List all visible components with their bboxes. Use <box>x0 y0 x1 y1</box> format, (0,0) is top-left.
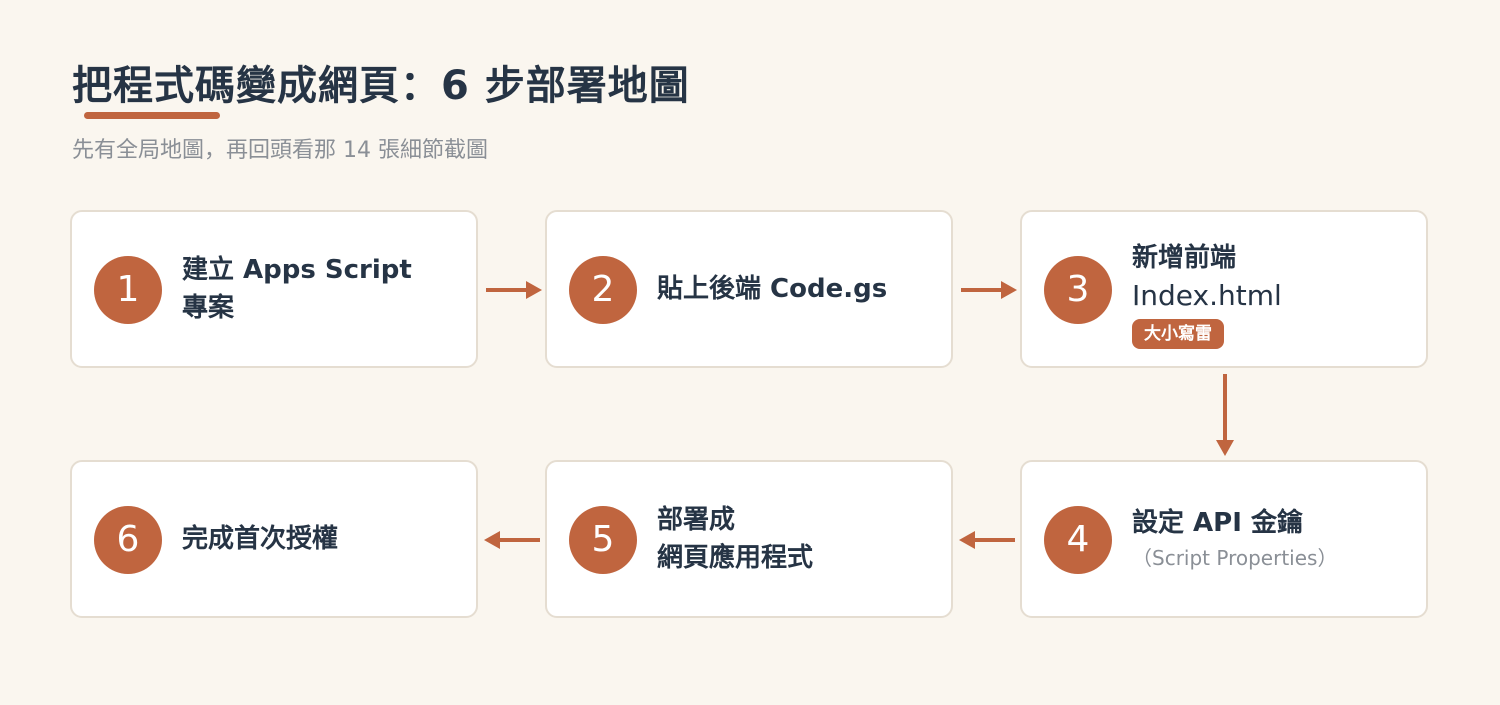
step-card-3: 3 新增前端 Index.html 大小寫雷 <box>1020 210 1428 368</box>
step-text-3: 新增前端 Index.html 大小寫雷 <box>1132 212 1422 366</box>
arrow-3-to-4 <box>1216 374 1234 456</box>
step-6-line-1: 完成首次授權 <box>182 524 339 554</box>
step-3-line-1: 新增前端 <box>1132 243 1237 273</box>
step-number-5: 5 <box>569 506 637 574</box>
step-5-line-2: 網頁應用程式 <box>657 543 814 573</box>
step-text-1: 建立 Apps Script 專案 <box>182 212 472 366</box>
step-card-2: 2 貼上後端 Code.gs <box>545 210 953 368</box>
warning-badge: 大小寫雷 <box>1132 319 1224 349</box>
step-card-5: 5 部署成 網頁應用程式 <box>545 460 953 618</box>
step-5-line-1: 部署成 <box>657 505 736 535</box>
step-2-line-1: 貼上後端 Code.gs <box>657 274 888 304</box>
step-card-4: 4 設定 API 金鑰 （Script Properties） <box>1020 460 1428 618</box>
step-4-note: （Script Properties） <box>1132 546 1338 570</box>
step-card-6: 6 完成首次授權 <box>70 460 478 618</box>
step-3-line-2: Index.html <box>1132 279 1282 312</box>
arrow-5-to-6 <box>484 531 540 549</box>
arrow-1-to-2 <box>486 281 542 299</box>
step-1-line-1: 建立 Apps Script <box>182 255 412 285</box>
step-number-4: 4 <box>1044 506 1112 574</box>
step-4-line-1: 設定 API 金鑰 <box>1132 508 1303 538</box>
step-number-6: 6 <box>94 506 162 574</box>
step-text-5: 部署成 網頁應用程式 <box>657 462 947 616</box>
step-text-2: 貼上後端 Code.gs <box>657 212 947 366</box>
step-text-4: 設定 API 金鑰 （Script Properties） <box>1132 462 1422 616</box>
page-title: 把程式碼變成網頁：6 步部署地圖 <box>72 63 690 109</box>
arrow-4-to-5 <box>959 531 1015 549</box>
step-number-3: 3 <box>1044 256 1112 324</box>
page-subtitle: 先有全局地圖，再回頭看那 14 張細節截圖 <box>72 138 488 163</box>
step-text-6: 完成首次授權 <box>182 462 472 616</box>
step-card-1: 1 建立 Apps Script 專案 <box>70 210 478 368</box>
arrow-2-to-3 <box>961 281 1017 299</box>
step-number-1: 1 <box>94 256 162 324</box>
step-1-line-2: 專案 <box>182 293 235 323</box>
title-underline <box>84 112 220 119</box>
step-number-2: 2 <box>569 256 637 324</box>
